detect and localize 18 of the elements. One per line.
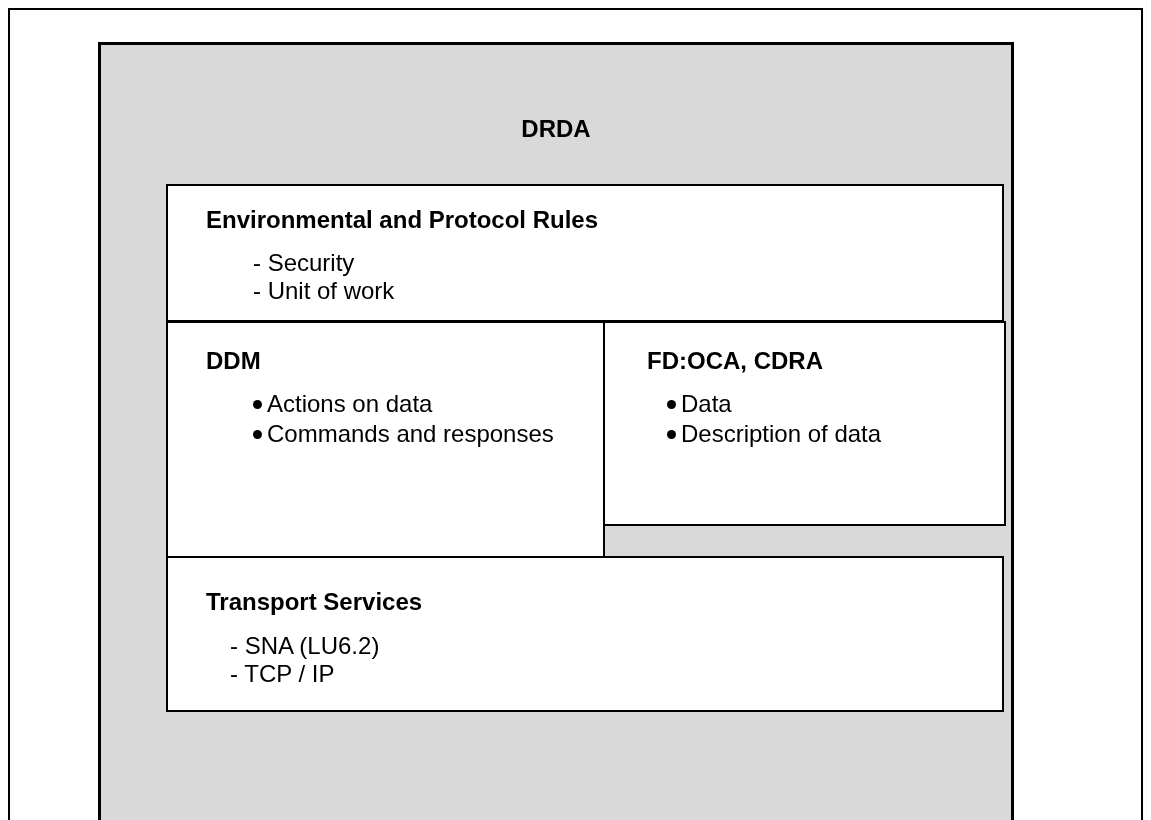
layer-heading: Environmental and Protocol Rules — [206, 206, 599, 234]
list-item: - Security — [253, 248, 355, 277]
list-item: Commands and responses — [267, 419, 555, 448]
list-item: Actions on data — [267, 389, 434, 418]
layer-heading: Transport Services — [206, 588, 423, 616]
layer-box — [166, 184, 1004, 322]
list-item: Description of data — [681, 419, 883, 448]
outer-layer-box — [98, 42, 1014, 820]
list-item: - Unit of work — [253, 276, 395, 305]
list-item: - SNA (LU6.2) — [230, 631, 380, 660]
layer-heading: DRDA — [520, 115, 592, 143]
list-item: - TCP / IP — [230, 659, 335, 688]
layer-box — [603, 321, 1006, 526]
layer-box — [166, 556, 1004, 712]
layer-heading: DDM — [206, 347, 261, 375]
layer-box — [166, 321, 605, 558]
layer-heading: FD:OCA, CDRA — [647, 347, 823, 375]
list-item: Data — [681, 389, 733, 418]
